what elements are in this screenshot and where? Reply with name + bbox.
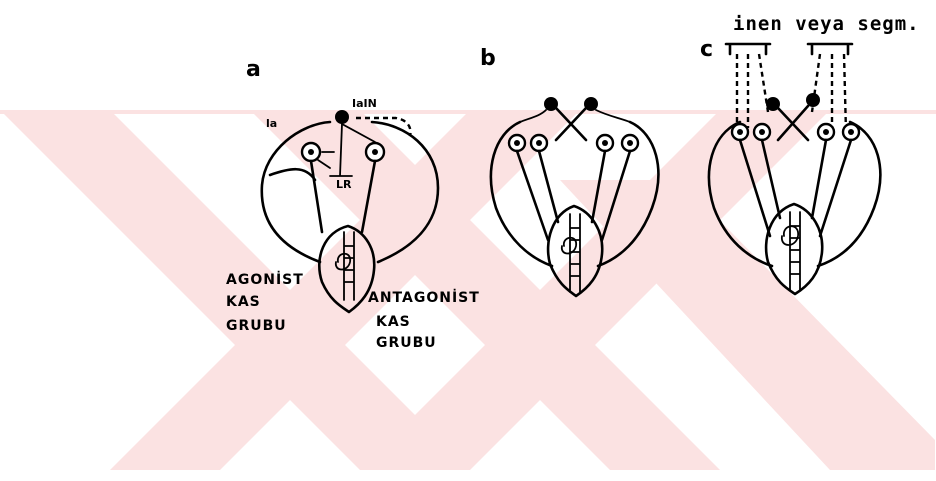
watermark-line: [0, 110, 936, 114]
agonist-line-3: GRUBU: [226, 318, 287, 334]
descending-pathway: [844, 54, 846, 132]
inner-arc: [270, 169, 315, 180]
top-caption: inen veya segm.: [733, 13, 920, 35]
motor-neuron-nucleus: [737, 129, 743, 135]
agonist-line-2: KAS: [226, 294, 261, 310]
antagonist-line-3: GRUBU: [376, 335, 437, 351]
motor-neuron-nucleus: [627, 140, 633, 146]
muscle-spindle-coil: [562, 238, 576, 254]
ia-interneuron: [335, 110, 349, 124]
agonist-line-1: AGONİST: [226, 271, 304, 288]
panel-letter: b: [480, 46, 496, 71]
antagonist-line-2: KAS: [376, 314, 411, 330]
motor-neuron-nucleus: [308, 149, 314, 155]
motor-neuron-nucleus: [848, 129, 854, 135]
motor-neuron-nucleus: [372, 149, 378, 155]
muscle-spindle: [790, 212, 800, 290]
motor-neuron-nucleus: [602, 140, 608, 146]
axon: [539, 151, 558, 222]
motor-neuron-nucleus: [514, 140, 520, 146]
label-la: la: [266, 117, 277, 130]
panel-letter: a: [246, 57, 261, 82]
axon: [812, 140, 826, 218]
label-lr: LR: [336, 178, 352, 191]
input-bracket: [726, 44, 770, 54]
antagonist-line-1: ANTAGONİST: [368, 289, 480, 306]
input-bracket: [808, 44, 852, 54]
motor-neuron-nucleus: [823, 129, 829, 135]
label-iain: IaIN: [352, 97, 377, 110]
motor-neuron-nucleus: [759, 129, 765, 135]
panel-letter: c: [700, 37, 713, 62]
motor-neuron-nucleus: [536, 140, 542, 146]
